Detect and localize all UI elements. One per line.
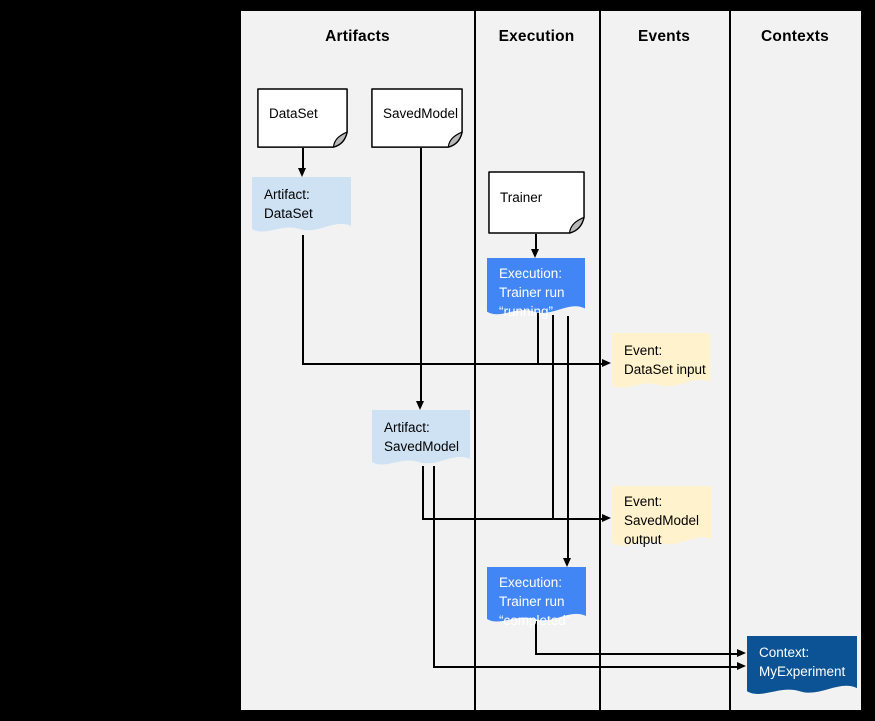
trainer-document: Trainer — [488, 171, 585, 234]
event-dataset-input-line2: DataSet input — [624, 362, 706, 377]
event-dataset-input-line1: Event: — [624, 343, 663, 358]
trainer-label: Trainer — [500, 190, 543, 205]
wave-shape — [487, 258, 585, 315]
connector-completed-context-horizontal — [535, 653, 738, 655]
arrowhead-completed-to-context — [737, 649, 746, 657]
connector-to-event-dataset-input — [302, 363, 603, 365]
wave-shape — [747, 636, 857, 694]
artifact-dataset-line1: Artifact: — [264, 187, 310, 202]
execution-running-line3: “running” — [499, 304, 554, 319]
execution-completed-line1: Execution: — [499, 575, 563, 590]
connector-running-to-event-output — [552, 315, 554, 518]
document-shape — [257, 88, 348, 148]
diagram-panel: Artifacts Execution Events Contexts — [240, 10, 862, 711]
event-savedmodel-output-line1: Event: — [624, 494, 663, 509]
connector-artifact-dataset-down — [302, 235, 304, 363]
arrowhead-trainer-to-execution — [531, 249, 539, 258]
arrowhead-running-to-completed — [563, 558, 571, 567]
wave-shape — [612, 333, 710, 388]
artifact-savedmodel-line2: SavedModel — [384, 439, 460, 454]
column-divider-2 — [599, 11, 601, 710]
connector-completed-to-context — [535, 621, 537, 653]
wave-shape — [612, 486, 712, 546]
arrowhead-event-savedmodel-output — [602, 514, 611, 522]
context-line2: MyExperiment — [759, 664, 846, 679]
arrowhead-dataset-to-artifact — [298, 168, 306, 177]
dataset-label: DataSet — [269, 105, 318, 121]
wave-shape — [487, 567, 586, 622]
event-savedmodel-output-node: Event: SavedModel output — [612, 486, 712, 556]
execution-running-node: Execution: Trainer run “running” — [487, 258, 585, 324]
execution-running-line2: Trainer run — [499, 285, 565, 300]
context-line1: Context: — [759, 645, 810, 660]
connector-dataset-to-artifact — [302, 148, 304, 171]
wave-shape — [252, 177, 351, 232]
artifact-savedmodel-line1: Artifact: — [384, 420, 430, 435]
savedmodel-document: SavedModel — [371, 88, 463, 148]
column-header-artifacts: Artifacts — [325, 28, 390, 45]
connector-artifact-savedmodel-to-context — [433, 466, 435, 666]
event-savedmodel-output-line3: output — [624, 532, 662, 547]
connector-artifact-context-horizontal — [433, 666, 738, 668]
artifact-savedmodel-node: Artifact: SavedModel — [372, 410, 470, 474]
connector-running-to-completed — [567, 316, 569, 559]
column-divider-1 — [474, 11, 476, 710]
dataset-document: DataSet — [257, 88, 348, 148]
event-savedmodel-output-line2: SavedModel — [624, 513, 700, 528]
arrowhead-artifact-to-context — [737, 662, 746, 670]
document-shape — [488, 171, 585, 234]
column-header-events: Events — [637, 28, 691, 45]
connector-to-event-savedmodel-output — [422, 518, 603, 520]
artifact-dataset-line2: DataSet — [264, 206, 313, 221]
execution-completed-line3: “completed” — [499, 613, 571, 628]
arrowhead-savedmodel-to-artifact — [416, 401, 424, 410]
column-divider-3 — [729, 11, 731, 710]
connector-trainer-to-execution — [535, 234, 537, 250]
connector-savedmodel-to-artifact — [420, 148, 422, 403]
arrowhead-event-dataset-input — [602, 359, 611, 367]
context-myexperiment-node: Context: MyExperiment — [747, 636, 857, 704]
wave-shape — [372, 410, 470, 465]
column-header-contexts: Contexts — [761, 28, 829, 45]
savedmodel-label: SavedModel — [383, 105, 459, 121]
execution-running-line1: Execution: — [499, 266, 563, 281]
execution-completed-line2: Trainer run — [499, 594, 565, 609]
column-header-execution: Execution — [498, 28, 575, 45]
document-shape — [371, 88, 463, 148]
execution-completed-node: Execution: Trainer run “completed” — [487, 567, 586, 631]
event-dataset-input-node: Event: DataSet input — [612, 333, 710, 397]
connector-running-to-event-input — [537, 313, 539, 363]
artifact-dataset-node: Artifact: DataSet — [252, 177, 351, 241]
connector-artifact-savedmodel-down — [422, 466, 424, 518]
